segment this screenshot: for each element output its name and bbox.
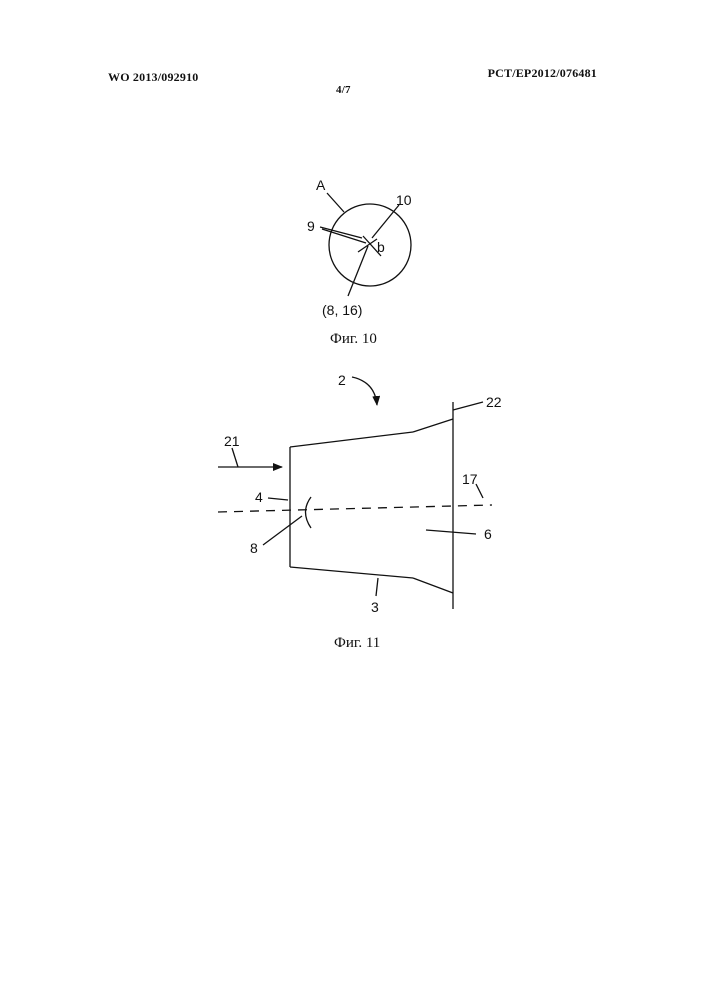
leader-8	[263, 516, 302, 545]
label-8: 8	[250, 540, 258, 556]
leader-22	[453, 402, 483, 410]
label-8-16: (8, 16)	[322, 302, 362, 318]
label-4: 4	[255, 489, 263, 505]
leader-9	[320, 227, 362, 238]
axis-17	[218, 505, 492, 512]
label-17: 17	[462, 471, 478, 487]
label-9: 9	[307, 218, 315, 234]
bottom-edge-tip	[413, 578, 453, 593]
figure-10-caption: Фиг. 10	[330, 331, 377, 348]
leader-8-16	[348, 246, 368, 296]
label-6: 6	[484, 526, 492, 542]
figure-10: A 10 9 b (8, 16)	[307, 177, 412, 318]
top-edge	[290, 432, 413, 447]
leader-10	[372, 205, 399, 238]
label-2: 2	[338, 372, 346, 388]
label-3: 3	[371, 599, 379, 615]
label-b: b	[377, 239, 385, 255]
leader-A	[327, 193, 344, 212]
figure-11-caption: Фиг. 11	[334, 635, 380, 652]
label-21: 21	[224, 433, 240, 449]
arc-element-8	[306, 497, 312, 528]
figure-11: 2 22 21 17 4 6 8 3	[218, 372, 502, 615]
label-10: 10	[396, 192, 412, 208]
leader-21	[232, 448, 238, 467]
leader-3	[376, 578, 378, 596]
arrow-2	[352, 377, 377, 405]
leader-6	[426, 530, 476, 534]
top-edge-tip	[413, 419, 453, 432]
leader-4	[268, 498, 288, 500]
bottom-edge-3	[290, 567, 413, 578]
detail-circle	[329, 204, 411, 286]
label-A: A	[316, 177, 326, 193]
label-22: 22	[486, 394, 502, 410]
